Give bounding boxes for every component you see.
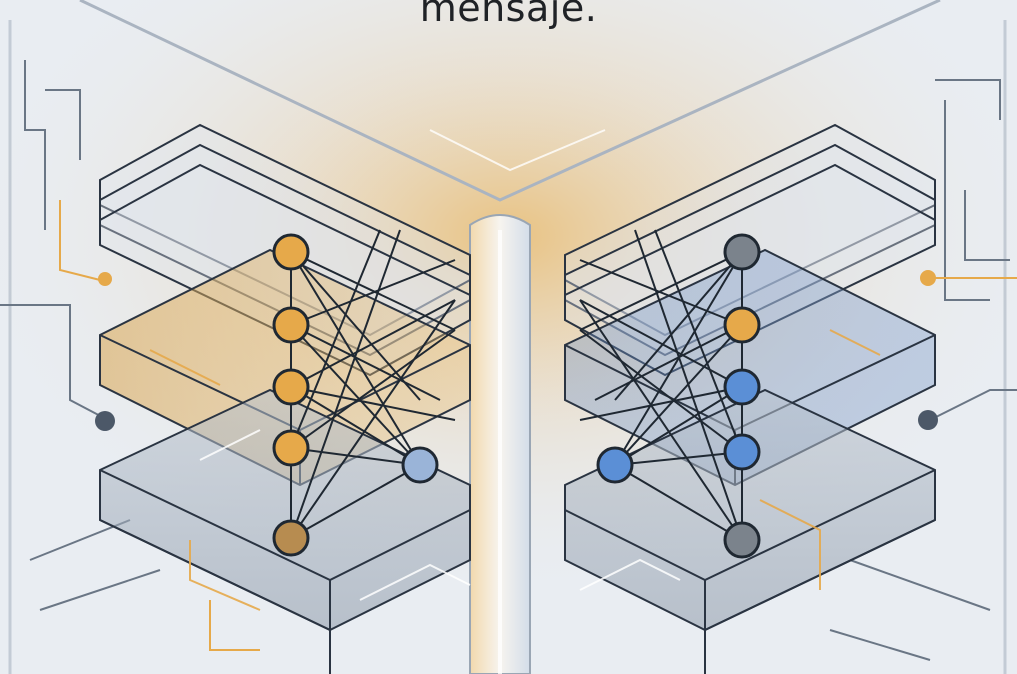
- network-node: [272, 519, 310, 557]
- left-layer-stack: [99, 123, 471, 674]
- network-node: [272, 233, 310, 271]
- left-network-nodes: [272, 233, 439, 557]
- network-node: [401, 446, 439, 484]
- central-pillar: [429, 129, 606, 674]
- left-circuit-node: [95, 411, 115, 431]
- network-node: [723, 521, 761, 559]
- right-circuit-node: [918, 410, 938, 430]
- right-circuit-lines: [829, 79, 1017, 661]
- right-circuit-node-orange: [920, 270, 936, 286]
- caption-text: mensaje.: [419, 0, 598, 30]
- right-network-nodes: [596, 233, 761, 559]
- network-node: [723, 368, 761, 406]
- network-node: [723, 433, 761, 471]
- outer-frame: [8, 0, 1007, 674]
- left-network-edges: [290, 229, 456, 539]
- network-node: [272, 306, 310, 344]
- network-node: [596, 446, 634, 484]
- left-circuit-node-orange: [98, 272, 112, 286]
- network-node: [272, 429, 310, 467]
- network-node: [723, 306, 761, 344]
- network-node: [723, 233, 761, 271]
- right-layer-stack: [564, 123, 936, 674]
- network-node: [272, 368, 310, 406]
